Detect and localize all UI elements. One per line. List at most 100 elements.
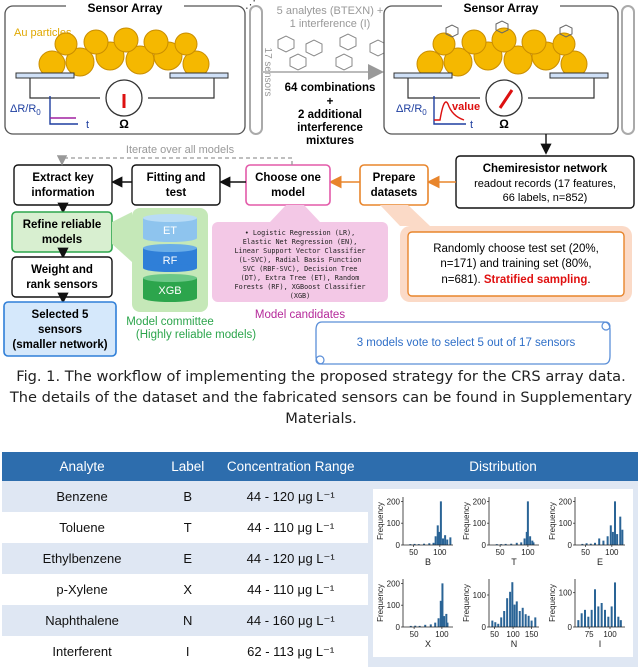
histogram-bar <box>580 612 583 627</box>
svg-text:SVC (RBF-SVC), Decision Tree: SVC (RBF-SVC), Decision Tree <box>243 265 358 273</box>
histogram-bar <box>584 609 587 627</box>
histogram-bar <box>590 609 593 627</box>
model-candidates-title: Model candidates <box>255 309 345 321</box>
label-cell: B <box>162 481 214 512</box>
svg-text:Prepare: Prepare <box>373 172 416 184</box>
y-tick-label: 0 <box>568 623 573 632</box>
histogram-bar <box>524 613 527 627</box>
histogram-bar <box>526 500 529 545</box>
y-tick-label: 200 <box>559 497 573 506</box>
y-tick-label: 0 <box>396 623 401 632</box>
weight-rank-box <box>11 256 113 298</box>
histogram-bar <box>585 542 588 545</box>
y-axis-label: Frequency <box>548 502 557 540</box>
analytes-label-1: 5 analytes (BTEXN) + <box>277 5 384 17</box>
y-tick-label: 100 <box>473 591 487 600</box>
histogram-bar <box>609 524 612 545</box>
svg-text:ET: ET <box>163 225 177 237</box>
analyte-cell: p-Xylene <box>2 574 163 605</box>
label-cell: I <box>162 636 214 667</box>
svg-text:2 additional: 2 additional <box>298 109 362 121</box>
histogram-bar <box>518 610 521 627</box>
histogram-bar <box>409 543 412 545</box>
svg-text:datasets: datasets <box>371 187 418 199</box>
table-row: Ethylbenzene E 44 - 120 μg L⁻¹ <box>2 543 638 574</box>
histogram-bar <box>428 542 431 545</box>
header-label: Label <box>162 452 214 481</box>
svg-text:XGB: XGB <box>158 285 181 297</box>
analyte-cell: Ethylbenzene <box>2 543 163 574</box>
x-tick-label: 100 <box>605 548 619 557</box>
model-candidates-box <box>212 222 388 302</box>
range-cell: 44 - 110 μg L⁻¹ <box>213 574 369 605</box>
y-tick-label: 100 <box>559 588 573 597</box>
histogram-bar <box>610 605 613 627</box>
histogram-bar <box>600 602 603 627</box>
y-tick-label: 200 <box>387 497 401 506</box>
svg-text:n=171) and training set (80%,: n=171) and training set (80%, <box>440 258 591 270</box>
vote-scroll: 3 models vote to select 5 out of 17 sens… <box>315 321 611 365</box>
histogram-bar <box>594 542 597 545</box>
svg-text:t: t <box>470 119 473 131</box>
histogram-bar <box>616 533 619 545</box>
y-axis-label: Frequency <box>548 584 557 622</box>
workflow-diagram: Sensor Array ⋰ 17 sensors Au particles Ω… <box>3 0 635 365</box>
histogram-bar <box>434 622 437 627</box>
histogram-bar <box>594 588 597 627</box>
histogram-bar <box>449 536 452 545</box>
fitting-test-box <box>131 164 221 206</box>
histogram-bar <box>417 543 420 545</box>
au-particles-label: Au particles <box>14 27 72 39</box>
range-cell: 44 - 120 μg L⁻¹ <box>213 481 369 512</box>
svg-text:interference: interference <box>297 122 363 134</box>
header-range: Concentration Range <box>213 452 369 481</box>
choose-model-box <box>245 164 331 206</box>
xgb-model-icon: XGB <box>143 274 197 302</box>
committee-label: Model committee <box>126 316 214 328</box>
svg-text:RF: RF <box>163 255 178 267</box>
y-axis-label: Frequency <box>376 584 385 622</box>
histogram-bar <box>503 610 506 627</box>
y-axis-label: Frequency <box>462 584 471 622</box>
selected-sensors-box <box>3 301 117 357</box>
histogram-bar <box>436 524 439 545</box>
y-axis-label: Frequency <box>376 502 385 540</box>
histogram-bar <box>437 617 440 627</box>
svg-text:Ω: Ω <box>119 117 129 131</box>
histogram-bar <box>606 535 609 545</box>
svg-text:t: t <box>86 119 89 131</box>
au-particles <box>38 27 210 78</box>
svg-text:information: information <box>31 187 94 199</box>
x-tick-label: 50 <box>409 548 418 557</box>
histogram-bar <box>439 600 442 627</box>
svg-text:mixtures: mixtures <box>306 135 354 147</box>
label-cell: X <box>162 574 214 605</box>
histogram-bar <box>614 500 617 545</box>
histogram-bar <box>577 619 580 627</box>
histogram-bar <box>504 543 507 545</box>
histogram-bar <box>532 541 535 545</box>
analyte-cell: Interferent <box>2 636 163 667</box>
x-tick-label: 50 <box>410 630 419 639</box>
table-row: Toluene T 44 - 110 μg L⁻¹ <box>2 512 638 543</box>
histogram-bar <box>521 607 524 627</box>
y-axis-label: Frequency <box>462 502 471 540</box>
x-tick-label: 150 <box>525 630 539 639</box>
histogram-bar <box>527 615 530 627</box>
figure-caption: Fig. 1. The workflow of implementing the… <box>9 368 633 427</box>
histogram-bar <box>534 616 537 627</box>
histogram-bar <box>515 542 518 545</box>
svg-text:+: + <box>327 96 334 108</box>
y-tick-label: 100 <box>559 519 573 528</box>
y-tick-label: 100 <box>473 519 487 528</box>
svg-text:Randomly choose test set (20%,: Randomly choose test set (20%, <box>433 243 599 255</box>
histogram-bar <box>520 541 523 545</box>
histogram-bar <box>429 623 432 627</box>
histogram-bar <box>597 605 600 627</box>
histogram-bar <box>423 543 426 545</box>
